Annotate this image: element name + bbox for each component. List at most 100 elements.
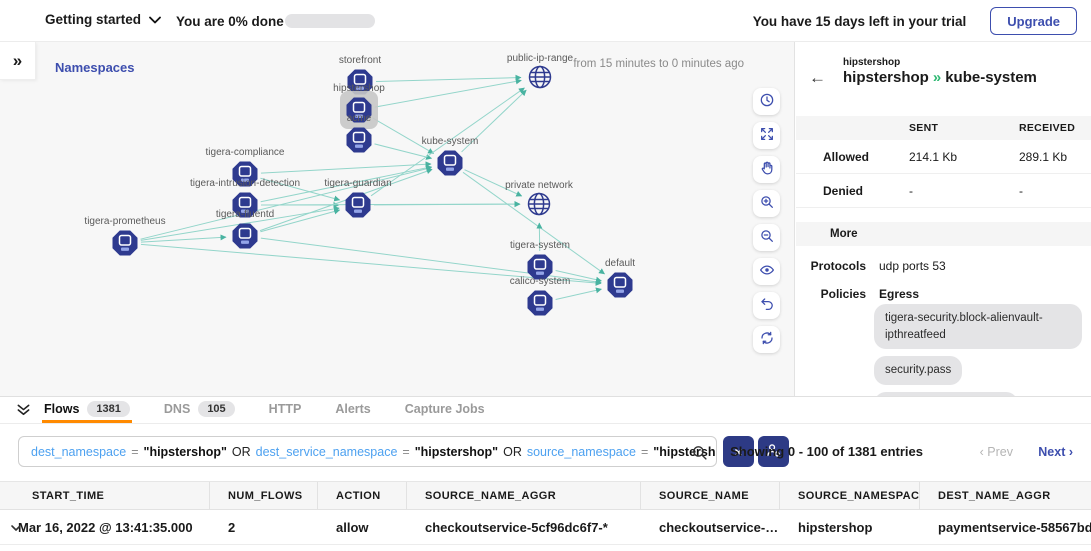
time-range-button[interactable] [753,88,780,115]
progress-bar [285,14,375,28]
graph-node-calico-system[interactable]: calico-system [510,276,571,316]
policy-chip-list: tigera-security.block-alienvault-ipthrea… [874,304,1084,396]
chevron-down-icon [149,16,161,23]
pan-button[interactable] [753,156,780,183]
graph-edge [372,117,435,154]
back-button[interactable]: ← [809,68,826,87]
graph-node-tigera-system[interactable]: tigera-system [510,240,570,280]
user-settings-button[interactable] [758,436,789,467]
graph-node-label: tigera-compliance [206,147,285,158]
undo-button[interactable] [753,292,780,319]
filter-token-value: "hipstershop" [414,444,499,459]
graph-node-storefront[interactable]: storefront [339,55,381,95]
column-header-source_name[interactable]: SOURCE_NAME [641,482,780,509]
flow-direction-icon: » [932,69,942,86]
graph-node-acme[interactable]: acme [346,113,372,153]
cell-num_flows: 2 [228,519,236,535]
graph-node-tigera-guardian[interactable]: tigera-guardian [324,178,392,218]
graph-node-label: kube-system [422,136,479,147]
title-dest: kube-system [945,69,1037,86]
entries-count: Showing 0 - 100 of 1381 entries [730,444,923,459]
graph-node-tigera-fluentd[interactable]: tigera-fluentd [216,209,274,249]
graph-node-kube-system[interactable]: kube-system [422,136,479,176]
filter-token-bool: OR [231,444,251,459]
graph-node-label: private network [505,180,574,191]
graph-node-private-network[interactable]: private network [505,180,574,216]
prev-page-button[interactable]: ‹ Prev [979,445,1013,459]
graph-node-label: calico-system [510,276,571,287]
upgrade-button[interactable]: Upgrade [990,7,1077,35]
graph-edge [370,87,525,197]
fit-screen-button[interactable] [753,122,780,149]
expand-sidebar-button[interactable]: » [0,42,36,80]
graph-node-public-ip-range[interactable]: public-ip-range [507,53,574,89]
graph-time-range: from 15 minutes to 0 minutes ago [573,58,744,70]
graph-toolbar [753,88,780,353]
namespace-graph[interactable]: storefront public-ip-range hipstershopacme… [0,42,795,396]
column-header-num_flows[interactable]: NUM_FLOWS [210,482,318,509]
tab-capture-jobs[interactable]: Capture Jobs [404,401,485,416]
column-header-source_name_aggr[interactable]: SOURCE_NAME_AGGR [407,482,641,509]
column-header-source_namespace[interactable]: SOURCE_NAMESPACE [780,482,920,509]
table-row[interactable]: Mar 16, 2022 @ 13:41:35.000 2 allow checkou… [0,510,1091,545]
graph-edge [260,177,341,202]
clear-filter-button[interactable]: × [723,436,754,467]
graph-node-tigera-compliance[interactable]: tigera-compliance [206,147,285,187]
column-header-dest_name_aggr[interactable]: DEST_NAME_AGGR [938,489,1051,502]
edge-details-panel: ← hipstershop hipstershop»kube-system SE… [796,42,1091,396]
fit-screen-icon [759,126,775,145]
zoom-in-button[interactable] [753,190,780,217]
filter-token-value: "hipstershop [653,444,716,459]
cell-action: allow [336,519,369,535]
row-expand-chevron-icon[interactable] [10,521,22,539]
tab-http[interactable]: HTTP [268,401,302,416]
refresh-button[interactable] [753,326,780,353]
protocols-label: Protocols [810,259,866,273]
getting-started-menu[interactable]: Getting started [45,12,161,27]
cell-source_namespace: hipstershop [798,519,873,535]
zoom-out-button[interactable] [753,224,780,251]
graph-edge [260,161,432,174]
next-page-button[interactable]: Next › [1038,445,1073,459]
graph-node-default[interactable]: default [605,258,635,298]
filter-token-op: = [402,444,410,459]
more-section-header[interactable]: More [796,222,1091,246]
col-received: RECEIVED [1019,122,1076,134]
trial-countdown: You have 15 days left in your trial [752,13,967,29]
top-bar: Getting started You are 0% done You have… [0,0,1091,42]
graph-edge [260,164,432,203]
graph-edge [374,78,522,108]
tab-alerts[interactable]: Alerts [335,401,371,416]
clock-icon [759,92,775,111]
policy-chip[interactable]: security.pass [874,356,963,386]
filter-token-field: dest_service_namespace [255,444,398,459]
cell-source_name: checkoutservice-… [659,519,779,535]
protocols-value: udp ports 53 [879,259,946,273]
graph-edge [140,234,227,243]
policy-chip[interactable]: platform.allow-kube-dns [874,392,1019,396]
stats-row: Denied-- [796,174,1091,208]
graph-node-label: storefront [339,55,381,66]
graph-node-hipstershop[interactable]: hipstershop [333,83,385,129]
policy-chip[interactable]: tigera-security.block-alienvault-ipthrea… [874,304,1082,350]
collapse-panel-button[interactable] [12,401,34,423]
policies-direction: Egress [879,287,920,301]
filter-token-field: source_namespace [526,444,636,459]
cell-start_time: Mar 16, 2022 @ 13:41:35.000 [18,519,193,535]
graph-node-tigera-prometheus[interactable]: tigera-prometheus [84,216,166,256]
col-sent: SENT [909,122,939,134]
column-header-action[interactable]: ACTION [318,482,407,509]
graph-node-tigera-intrusion-detection[interactable]: tigera-intrusion-detection [190,178,300,218]
visibility-button[interactable] [753,258,780,285]
column-header-start_time[interactable]: START_TIME [0,482,210,509]
user-gear-icon [765,442,782,462]
